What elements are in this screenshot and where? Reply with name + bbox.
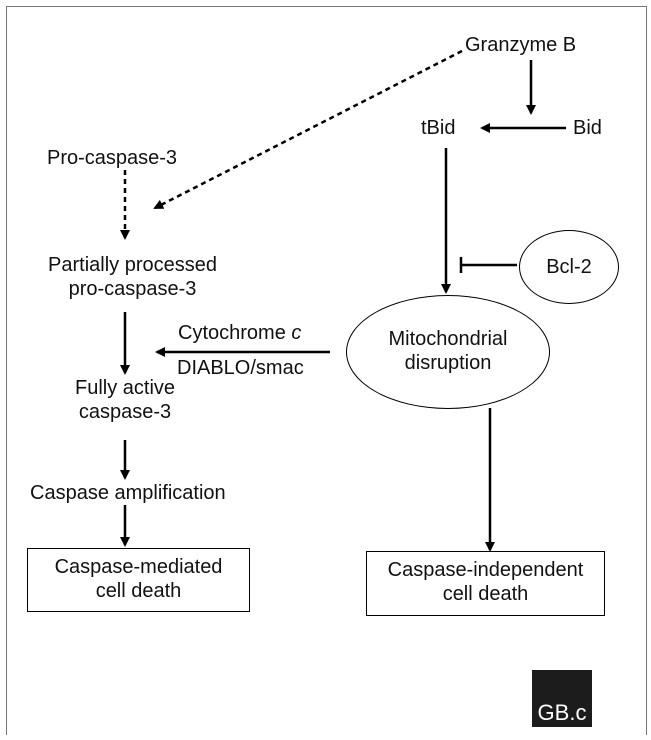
bcl2-label: Bcl-2 xyxy=(546,256,592,278)
partially-processed-line1: Partially processed xyxy=(48,254,217,276)
mitochondrial-disruption-node: Mitochondrial disruption xyxy=(346,295,550,409)
fully-active-line1: Fully active xyxy=(74,377,176,399)
caspase-mediated-death-box: Caspase-mediated cell death xyxy=(27,548,250,612)
tbid-label: tBid xyxy=(421,117,456,139)
fully-active-line2: caspase-3 xyxy=(78,401,172,423)
partially-processed-label: Partially processed pro-caspase-3 xyxy=(20,253,245,301)
mediated-line2: cell death xyxy=(95,580,182,602)
pro-caspase-3-label: Pro-caspase-3 xyxy=(47,147,178,169)
arrow-granzyme-to-procaspase-dashed xyxy=(153,49,463,210)
granzyme-b-label: Granzyme B xyxy=(465,34,577,56)
cytochrome-c-label: Cytochrome c xyxy=(178,321,301,345)
caspase-amplification-label: Caspase amplification xyxy=(30,482,226,504)
figure-frame xyxy=(6,6,647,735)
caspase-independent-death-box: Caspase-independent cell death xyxy=(366,551,605,616)
diablo-smac-label: DIABLO/smac xyxy=(177,357,304,379)
fully-active-label: Fully active caspase-3 xyxy=(35,376,215,424)
independent-line2: cell death xyxy=(442,583,529,605)
mediated-line1: Caspase-mediated xyxy=(54,556,223,578)
cytochrome-text: Cytochrome xyxy=(178,322,286,344)
bcl2-node: Bcl-2 xyxy=(519,230,619,304)
independent-line1: Caspase-independent xyxy=(387,559,584,581)
partially-processed-line2: pro-caspase-3 xyxy=(68,278,197,300)
cytochrome-c-letter: c xyxy=(291,322,302,344)
mito-line2: disruption xyxy=(404,352,492,374)
genome-biology-logo: GB.c xyxy=(532,670,592,727)
logo-text: GB.c xyxy=(537,700,587,725)
mito-line1: Mitochondrial xyxy=(388,328,508,350)
bid-label: Bid xyxy=(573,117,602,139)
